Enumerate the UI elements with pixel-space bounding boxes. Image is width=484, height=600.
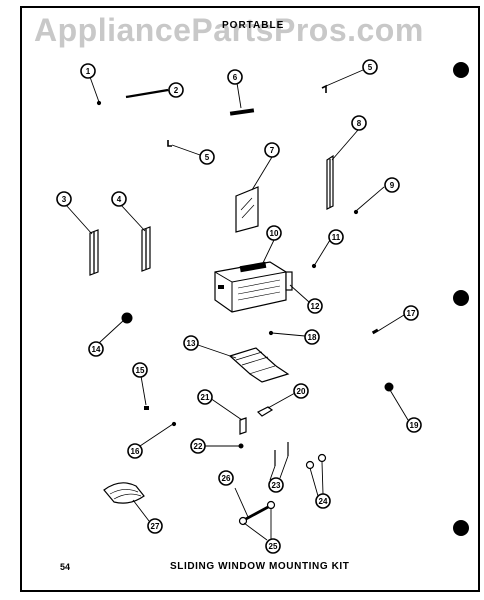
part-bracket-12 [285, 271, 293, 291]
part-channel-3 [89, 229, 99, 276]
part-clips-15-16 [144, 406, 177, 427]
callout-25: 25 [265, 538, 281, 554]
callout-6: 6 [227, 69, 243, 85]
callout-26: 26 [218, 470, 234, 486]
svg-text:10: 10 [270, 229, 279, 238]
part-pin-25-26 [238, 500, 276, 526]
callout-18: 18 [304, 329, 320, 345]
svg-text:9: 9 [390, 181, 395, 190]
part-bracket-20 [256, 406, 274, 417]
callout-23: 23 [268, 477, 284, 493]
svg-text:18: 18 [308, 333, 317, 342]
callout-11: 11 [328, 229, 344, 245]
punch-hole-middle [453, 290, 469, 306]
part-hook-5-left [167, 140, 172, 147]
leader-lines [65, 69, 409, 541]
svg-text:12: 12 [311, 302, 320, 311]
callout-13: 13 [183, 335, 199, 351]
callout-5-left: 5 [199, 149, 215, 165]
svg-text:26: 26 [222, 474, 231, 483]
header-label: PORTABLE [222, 20, 285, 31]
punch-hole-top [453, 62, 469, 78]
part-unit-10 [214, 261, 287, 313]
part-panel-7 [235, 186, 259, 233]
svg-text:6: 6 [233, 73, 238, 82]
part-screw-17 [371, 328, 379, 335]
callout-20: 20 [293, 383, 309, 399]
watermark: AppliancePartsPros.com [34, 12, 424, 48]
part-channel-8 [326, 154, 334, 210]
callout-4: 4 [111, 191, 127, 207]
part-hook-5-top [321, 84, 327, 93]
svg-text:3: 3 [62, 195, 67, 204]
callout-21: 21 [197, 389, 213, 405]
svg-text:20: 20 [297, 387, 306, 396]
svg-text:15: 15 [136, 366, 145, 375]
part-washers-24 [305, 453, 327, 470]
svg-text:4: 4 [117, 195, 122, 204]
part-roll-27 [103, 482, 145, 504]
svg-text:2: 2 [174, 86, 179, 95]
svg-text:7: 7 [270, 146, 275, 155]
diagram-frame [20, 6, 480, 592]
part-bracket-21 [239, 417, 247, 435]
callout-9: 9 [384, 177, 400, 193]
svg-text:5: 5 [368, 63, 373, 72]
svg-text:24: 24 [319, 497, 328, 506]
svg-text:27: 27 [151, 522, 160, 531]
svg-text:5: 5 [205, 153, 210, 162]
diagram-caption: SLIDING WINDOW MOUNTING KIT [170, 561, 350, 572]
callout-5-top: 5 [362, 59, 378, 75]
part-channel-4 [141, 226, 151, 272]
callout-12: 12 [307, 298, 323, 314]
punch-hole-bottom [453, 520, 469, 536]
svg-text:8: 8 [357, 119, 362, 128]
svg-text:25: 25 [269, 542, 278, 551]
callout-24: 24 [315, 493, 331, 509]
callout-8: 8 [351, 115, 367, 131]
callout-1: 1 [80, 63, 96, 79]
part-plug-19 [384, 382, 394, 392]
page-number: 54 [60, 562, 71, 572]
svg-text:16: 16 [131, 447, 140, 456]
part-bar-6 [229, 108, 255, 116]
callout-15: 15 [132, 362, 148, 378]
svg-text:1: 1 [86, 67, 91, 76]
svg-text:14: 14 [92, 345, 101, 354]
svg-text:21: 21 [201, 393, 210, 402]
part-plug-14 [121, 312, 133, 324]
svg-text:13: 13 [187, 339, 196, 348]
callout-2: 2 [168, 82, 184, 98]
svg-text:19: 19 [410, 421, 419, 430]
callout-16: 16 [127, 443, 143, 459]
svg-text:23: 23 [272, 481, 281, 490]
callout-3: 3 [56, 191, 72, 207]
part-tray-13 [228, 347, 290, 383]
svg-text:17: 17 [407, 309, 416, 318]
part-screws-23 [274, 442, 289, 466]
callout-22: 22 [190, 438, 206, 454]
svg-text:22: 22 [194, 442, 203, 451]
callout-17: 17 [403, 305, 419, 321]
svg-text:11: 11 [332, 233, 341, 242]
callout-19: 19 [406, 417, 422, 433]
callout-10: 10 [266, 225, 282, 241]
callout-27: 27 [147, 518, 163, 534]
callout-7: 7 [264, 142, 280, 158]
callout-14: 14 [88, 341, 104, 357]
